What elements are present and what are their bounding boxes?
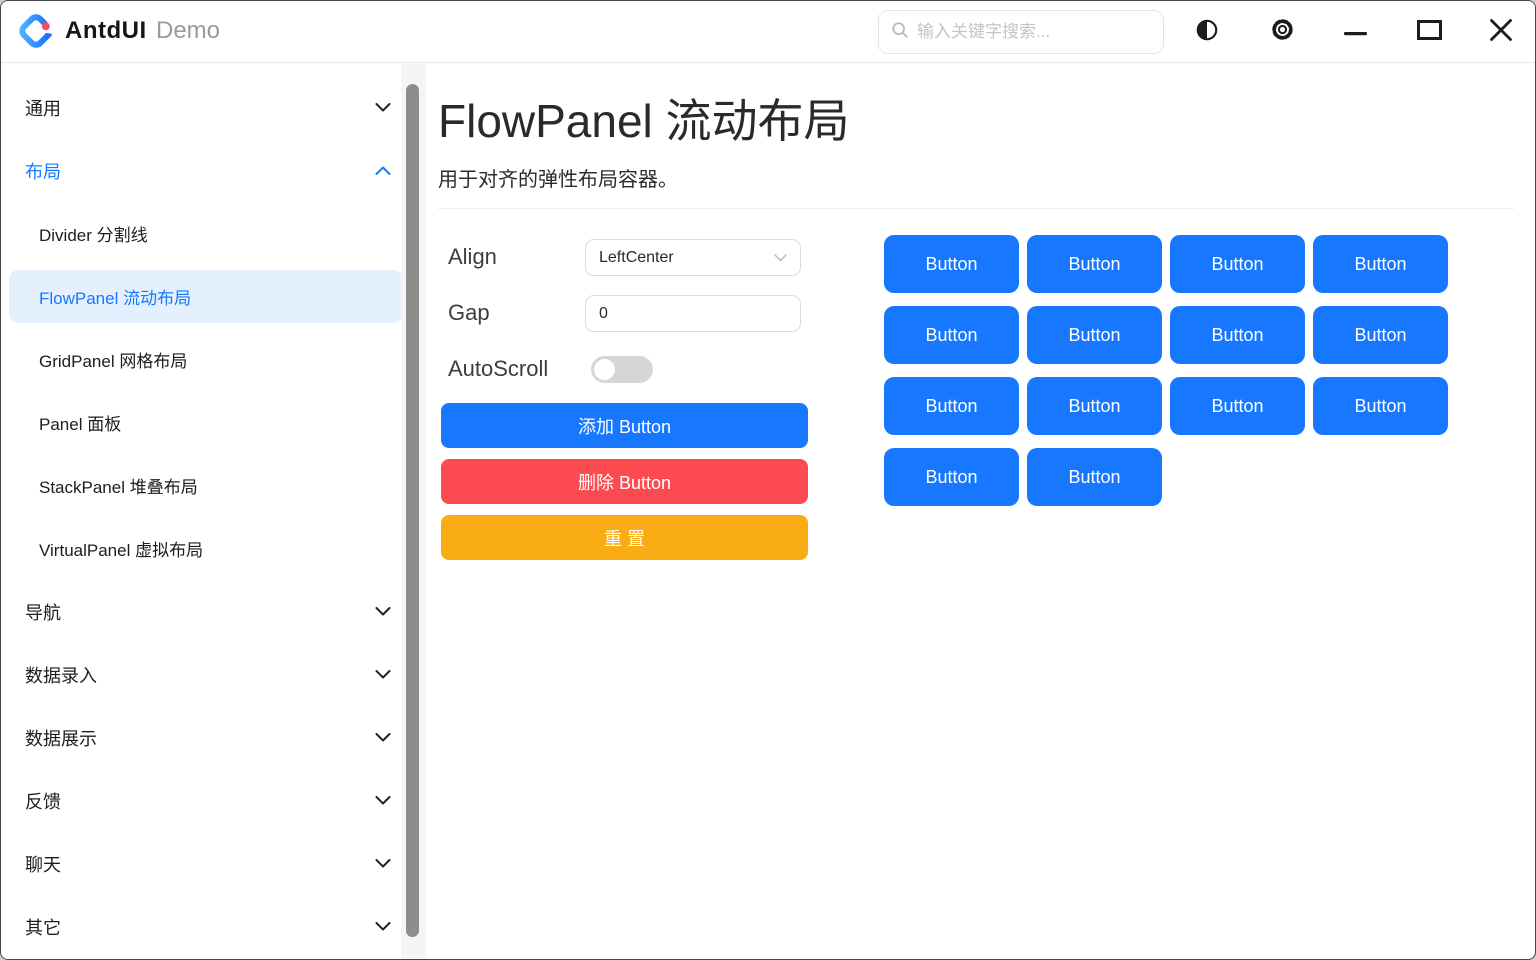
chevron-down-icon [375, 666, 391, 684]
gap-label: Gap [448, 300, 490, 326]
chevron-up-icon [375, 162, 391, 180]
sidebar-item-label: StackPanel 堆叠布局 [39, 473, 198, 498]
sidebar-item-flowpanel[interactable]: FlowPanel 流动布局 [9, 270, 401, 323]
sidebar-item-data-entry[interactable]: 数据录入 [1, 643, 401, 706]
sidebar-scrollbar-thumb[interactable] [406, 84, 419, 937]
flow-button[interactable]: Button [884, 448, 1019, 506]
sidebar-item-label: GridPanel 网格布局 [39, 347, 187, 372]
sidebar-item-stackpanel[interactable]: StackPanel 堆叠布局 [1, 454, 401, 517]
app-logo-icon [19, 14, 53, 53]
maximize-button[interactable] [1406, 1, 1452, 63]
chevron-down-icon [375, 792, 391, 810]
contrast-icon [1194, 17, 1220, 48]
flow-button[interactable]: Button [1170, 235, 1305, 293]
autoscroll-toggle[interactable] [591, 356, 653, 383]
flow-button[interactable]: Button [1027, 235, 1162, 293]
flow-button[interactable]: Button [1313, 306, 1448, 364]
sidebar-item-label: VirtualPanel 虚拟布局 [39, 536, 203, 561]
gap-field [585, 295, 801, 332]
sidebar-item-general[interactable]: 通用 [1, 76, 401, 139]
app-subtitle: Demo [156, 17, 220, 45]
sidebar-item-gridpanel[interactable]: GridPanel 网格布局 [1, 328, 401, 391]
chevron-down-icon [375, 99, 391, 117]
settings-button[interactable] [1259, 1, 1305, 63]
flow-button[interactable]: Button [884, 377, 1019, 435]
add-button[interactable]: 添加 Button [441, 403, 808, 448]
minimize-icon [1344, 23, 1368, 41]
flow-button[interactable]: Button [1170, 377, 1305, 435]
page-title: FlowPanel 流动布局 [438, 85, 850, 151]
section-divider [438, 208, 1514, 209]
maximize-icon [1417, 20, 1442, 45]
sidebar-item-label: FlowPanel 流动布局 [39, 284, 191, 309]
sidebar-item-chat[interactable]: 聊天 [1, 832, 401, 895]
toggle-knob [594, 359, 615, 380]
flow-button[interactable]: Button [884, 235, 1019, 293]
gap-input[interactable] [599, 305, 787, 323]
sidebar-item-label: 通用 [25, 95, 61, 121]
sidebar-item-panel[interactable]: Panel 面板 [1, 391, 401, 454]
search-icon [891, 21, 909, 44]
minimize-button[interactable] [1333, 1, 1379, 63]
sidebar-item-other[interactable]: 其它 [1, 895, 401, 958]
autoscroll-label: AutoScroll [448, 356, 548, 382]
flow-button[interactable]: Button [1027, 448, 1162, 506]
flow-button[interactable]: Button [1027, 306, 1162, 364]
sidebar: 通用 布局 Divider 分割线 FlowPanel 流动布局 GridPan… [1, 64, 401, 959]
page-description: 用于对齐的弹性布局容器。 [438, 163, 678, 192]
search-input[interactable] [917, 22, 1151, 42]
chevron-down-icon [375, 729, 391, 747]
flow-button[interactable]: Button [1313, 377, 1448, 435]
sidebar-item-divider[interactable]: Divider 分割线 [1, 202, 401, 265]
flow-button[interactable]: Button [884, 306, 1019, 364]
sidebar-item-virtualpanel[interactable]: VirtualPanel 虚拟布局 [1, 517, 401, 580]
flow-button[interactable]: Button [1313, 235, 1448, 293]
flow-button[interactable]: Button [1170, 306, 1305, 364]
sidebar-item-label: Divider 分割线 [39, 221, 148, 246]
align-select-value: LeftCenter [599, 249, 674, 267]
sidebar-item-label: 数据录入 [25, 662, 97, 688]
app-title: AntdUI [65, 17, 147, 45]
chevron-down-icon [774, 249, 787, 267]
chevron-down-icon [375, 855, 391, 873]
gear-icon [1269, 16, 1296, 48]
titlebar: AntdUI Demo [1, 1, 1535, 63]
chevron-down-icon [375, 918, 391, 936]
sidebar-item-label: 布局 [25, 158, 61, 184]
delete-button[interactable]: 删除 Button [441, 459, 808, 504]
align-label: Align [448, 244, 497, 270]
flow-panel: Button Button Button Button Button Butto… [884, 235, 1448, 506]
sidebar-item-label: Panel 面板 [39, 410, 121, 435]
theme-toggle-button[interactable] [1184, 1, 1230, 63]
close-button[interactable] [1478, 1, 1524, 63]
align-select[interactable]: LeftCenter [585, 239, 801, 276]
sidebar-item-layout[interactable]: 布局 [1, 139, 401, 202]
reset-button[interactable]: 重 置 [441, 515, 808, 560]
sidebar-item-data-display[interactable]: 数据展示 [1, 706, 401, 769]
sidebar-item-label: 导航 [25, 599, 61, 625]
sidebar-item-feedback[interactable]: 反馈 [1, 769, 401, 832]
sidebar-item-label: 聊天 [25, 851, 61, 877]
sidebar-item-label: 数据展示 [25, 725, 97, 751]
close-icon [1488, 17, 1514, 48]
chevron-down-icon [375, 603, 391, 621]
search-box[interactable] [878, 10, 1164, 54]
sidebar-item-label: 其它 [25, 914, 61, 940]
sidebar-item-label: 反馈 [25, 788, 61, 814]
flow-button[interactable]: Button [1027, 377, 1162, 435]
sidebar-item-navigation[interactable]: 导航 [1, 580, 401, 643]
